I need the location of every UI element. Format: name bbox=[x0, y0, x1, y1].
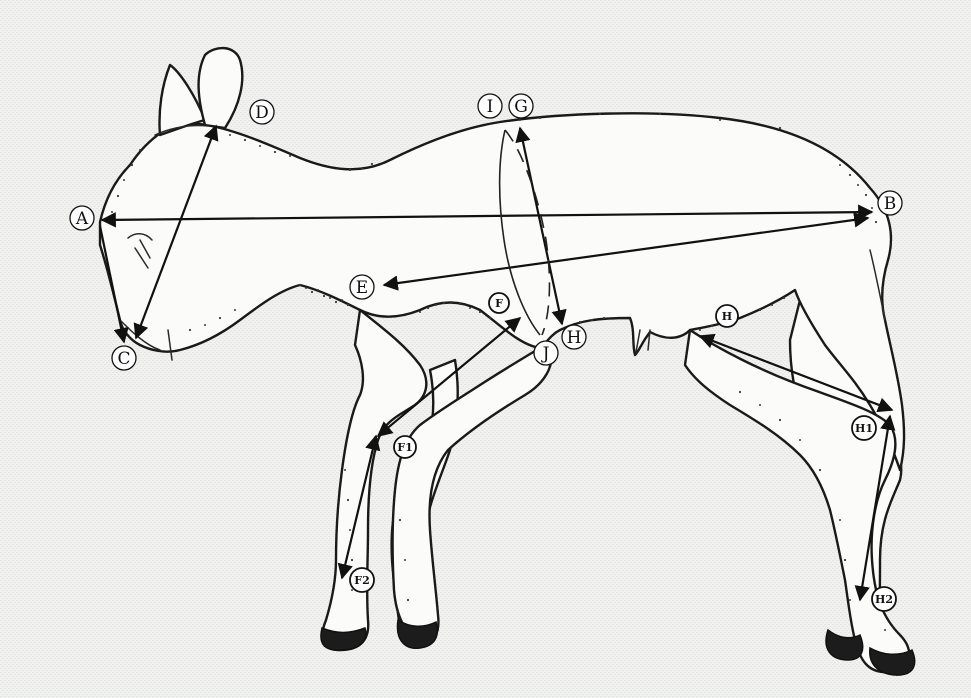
label-E: E bbox=[350, 275, 374, 299]
label-I-text: I bbox=[487, 97, 494, 117]
label-F-text: F bbox=[495, 297, 503, 310]
label-F: F bbox=[489, 293, 509, 313]
label-J-text: J bbox=[541, 344, 550, 364]
label-H2-text: H2 bbox=[875, 593, 893, 606]
label-C-text: C bbox=[117, 349, 130, 369]
label-J: J bbox=[534, 341, 558, 365]
label-D-text: D bbox=[255, 103, 269, 123]
label-F1: F1 bbox=[394, 436, 416, 458]
label-D: D bbox=[250, 100, 274, 124]
label-H2: H2 bbox=[872, 587, 896, 611]
label-C: C bbox=[112, 346, 136, 370]
label-B-text: B bbox=[884, 194, 897, 214]
label-H1: H1 bbox=[852, 416, 876, 440]
label-H-girth: H bbox=[562, 325, 586, 349]
label-G-text: G bbox=[514, 97, 528, 117]
label-I: I bbox=[478, 94, 502, 118]
label-F2-text: F2 bbox=[354, 574, 369, 587]
label-B: B bbox=[878, 191, 902, 215]
label-F2: F2 bbox=[350, 568, 374, 592]
label-F1-text: F1 bbox=[397, 441, 412, 454]
label-E-text: E bbox=[356, 278, 368, 298]
label-A-text: A bbox=[75, 209, 89, 229]
label-A: A bbox=[70, 206, 94, 230]
label-G: G bbox=[509, 94, 533, 118]
label-H: H bbox=[716, 305, 738, 327]
label-H1-text: H1 bbox=[855, 422, 873, 435]
label-H-girth-text: H bbox=[567, 328, 582, 348]
label-H-text: H bbox=[722, 310, 732, 323]
